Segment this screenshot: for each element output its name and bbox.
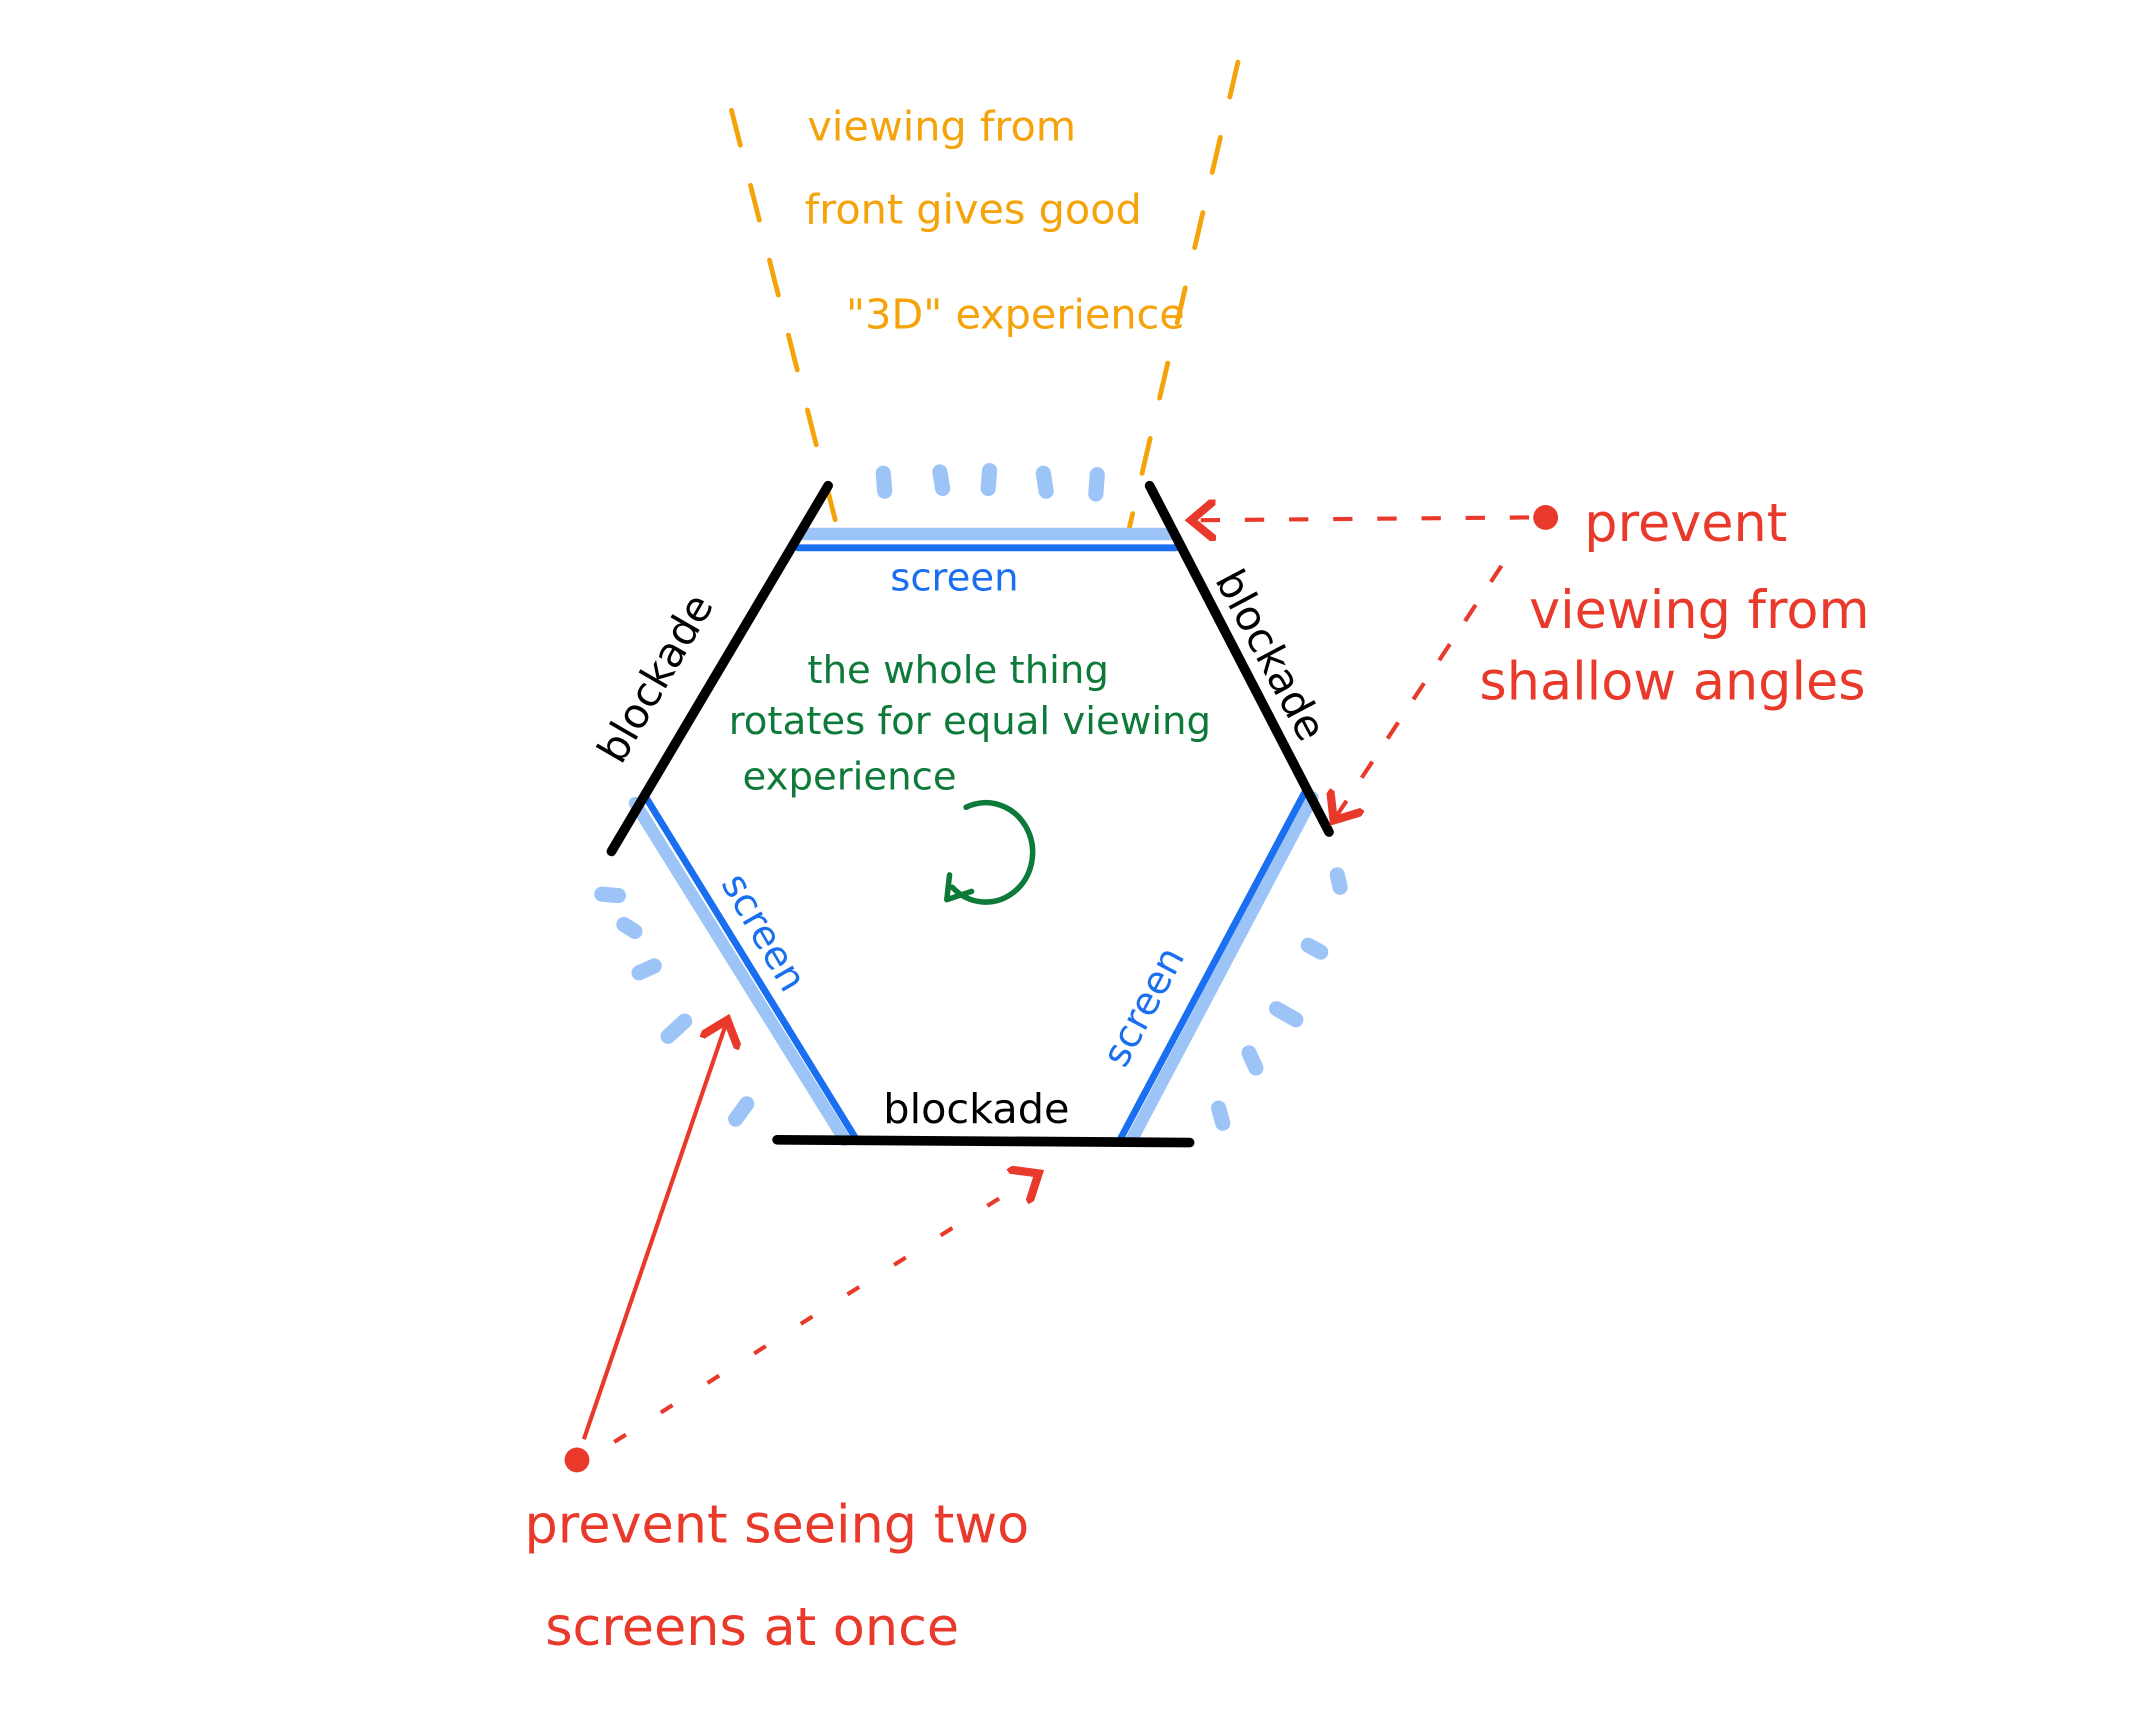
annotation-dot — [1533, 505, 1559, 530]
screens — [628, 527, 1319, 1146]
shallow-angle-note-line-1: prevent — [1584, 493, 1787, 554]
circular-arrow-icon — [944, 799, 1036, 905]
screen-right — [1117, 789, 1308, 1142]
two-screens-note-line-2: screens at once — [545, 1597, 959, 1658]
view-cone-note-line-3: "3D" experience — [846, 290, 1185, 338]
screen-top-label: screen — [890, 556, 1018, 601]
blockade-bottom-label: blockade — [883, 1085, 1069, 1133]
pointer-to-left-screen — [581, 1024, 726, 1440]
blockade-right — [1144, 480, 1334, 837]
view-cone-left-edge — [729, 107, 842, 538]
annotation-dot — [564, 1447, 590, 1473]
pointer-to-right-blockade-end — [1336, 564, 1504, 817]
rotation-note-line-2: rotates for equal viewing — [729, 699, 1211, 744]
blockades — [606, 480, 1334, 1148]
two-screens-note-line-1: prevent seeing two — [525, 1495, 1030, 1556]
view-cone-note-line-2: front gives good — [805, 186, 1142, 234]
view-cone-note-line-1: viewing from — [807, 103, 1076, 151]
rotation-note-line-3: experience — [743, 754, 957, 799]
shallow-angle-note-line-3: shallow angles — [1479, 652, 1865, 713]
screen-light-dashes — [594, 462, 1348, 1131]
rotation-note-line-1: the whole thing — [807, 648, 1108, 693]
view-cone — [729, 59, 1241, 538]
view-cone-right-edge — [1125, 59, 1241, 538]
screen-left — [642, 794, 860, 1142]
blockade-left-label: blockade — [588, 586, 723, 771]
pointer-to-top-right-blockade — [1195, 517, 1530, 520]
blockade-bottom — [772, 1134, 1195, 1148]
pointer-to-bottom-blockade — [613, 1176, 1035, 1444]
blockade-left — [606, 480, 833, 857]
shallow-angle-note-line-2: viewing from — [1529, 580, 1869, 641]
